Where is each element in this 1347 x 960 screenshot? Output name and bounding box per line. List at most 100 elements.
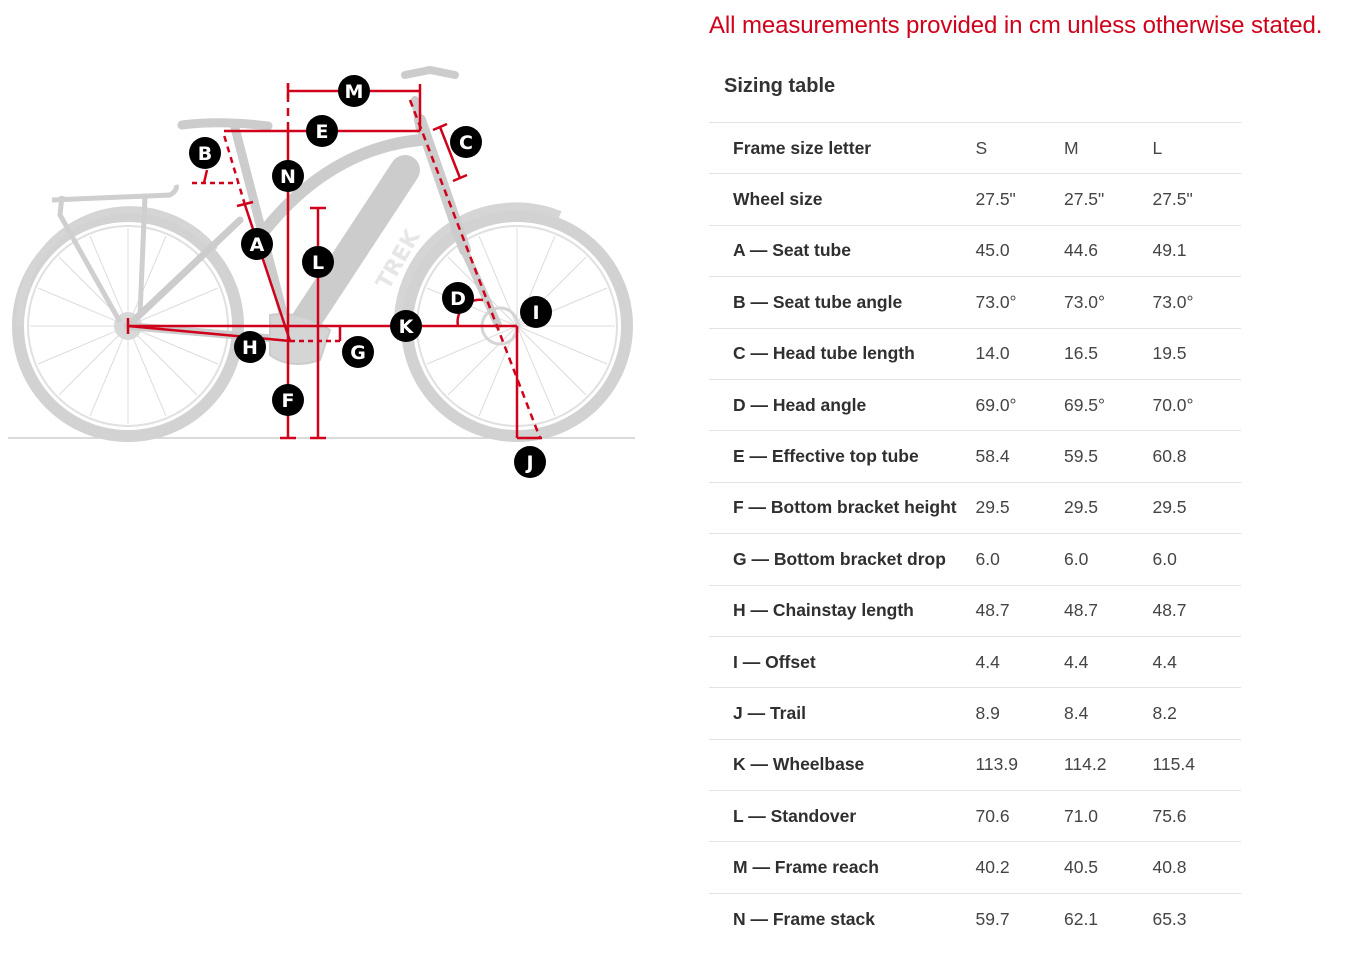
units-notice: All measurements provided in cm unless o…: [709, 12, 1323, 39]
value-s: 69.0°: [975, 394, 1017, 415]
value-l: 8.2: [1152, 702, 1177, 723]
value-s: 45.0: [975, 240, 1010, 261]
value-s: 4.4: [975, 651, 1000, 672]
row-label: M — Frame reach: [733, 857, 879, 878]
value-l: 6.0: [1152, 548, 1177, 569]
value-l: 29.5: [1152, 497, 1187, 518]
value-s: 59.7: [975, 908, 1010, 929]
svg-text:L: L: [312, 252, 324, 274]
value-l: 75.6: [1152, 805, 1187, 826]
value-l: 40.8: [1152, 857, 1187, 878]
value-l: 49.1: [1152, 240, 1187, 261]
marker-e: E: [306, 115, 338, 147]
row-label: H — Chainstay length: [733, 600, 914, 621]
value-m: 4.4: [1063, 651, 1089, 672]
value-s: 29.5: [975, 497, 1010, 518]
marker-j: J: [514, 446, 546, 478]
value-s: 48.7: [975, 600, 1010, 621]
marker-k: K: [390, 310, 422, 342]
value-s: 14.0: [975, 343, 1010, 364]
value-m: 27.5": [1063, 189, 1105, 210]
svg-text:G: G: [350, 342, 366, 364]
svg-text:M: M: [345, 81, 364, 103]
front-fender: [393, 202, 562, 331]
svg-text:N: N: [280, 166, 296, 188]
value-l: 60.8: [1152, 446, 1187, 467]
value-l: 4.4: [1152, 651, 1177, 672]
value-l: 65.3: [1152, 908, 1187, 929]
value-l: 48.7: [1152, 600, 1187, 621]
marker-m: M: [338, 75, 370, 107]
marker-g: G: [342, 336, 374, 368]
marker-f: F: [272, 384, 304, 416]
value-l: 115.4: [1152, 754, 1195, 775]
svg-text:J: J: [524, 452, 533, 474]
marker-a: A: [241, 228, 273, 260]
value-m: 73.0°: [1063, 291, 1106, 312]
svg-text:E: E: [316, 121, 329, 143]
value-m: 40.5: [1063, 857, 1099, 878]
value-l: 70.0°: [1152, 394, 1194, 415]
row-label: N — Frame stack: [733, 908, 876, 929]
bike-frame: [124, 65, 502, 365]
marker-n: N: [272, 160, 304, 192]
value-m: 29.5: [1063, 497, 1099, 518]
table-row: N — Frame stack 59.7 62.1 65.3: [709, 893, 1241, 944]
value-m: 69.5°: [1063, 394, 1106, 415]
marker-c: C: [450, 126, 482, 158]
row-label: G — Bottom bracket drop: [733, 548, 946, 569]
value-m: 62.1: [1063, 908, 1099, 929]
marker-b: B: [189, 137, 221, 169]
value-s: 113.9: [975, 754, 1019, 775]
value-s: 8.9: [975, 702, 1000, 723]
table-row: B — Seat tube angle 73.0° 73.0° 73.0°: [709, 276, 1241, 328]
table-header-row: Frame size letter S M L: [709, 122, 1241, 174]
svg-text:F: F: [282, 390, 295, 412]
value-s: 58.4: [975, 446, 1010, 467]
value-m: 6.0: [1063, 548, 1089, 569]
row-label: J — Trail: [733, 702, 806, 723]
rear-fender: [16, 206, 218, 326]
svg-text:K: K: [399, 316, 415, 338]
value-m: 16.5: [1063, 343, 1099, 364]
row-label: I — Offset: [733, 651, 816, 672]
value-l: 27.5": [1152, 189, 1193, 210]
svg-text:A: A: [250, 234, 265, 256]
table-row: A — Seat tube 45.0 44.6 49.1: [709, 225, 1241, 276]
value-m: 71.0: [1063, 805, 1099, 826]
bike-geometry-diagram: TREK: [0, 40, 660, 500]
value-m: 114.2: [1063, 754, 1107, 775]
value-m: 59.5: [1063, 446, 1099, 467]
marker-i: I: [520, 296, 552, 328]
value-l: 19.5: [1152, 343, 1187, 364]
value-s: 27.5": [975, 189, 1016, 210]
value-s: 70.6: [975, 805, 1010, 826]
marker-d: D: [442, 282, 474, 314]
size-s: S: [975, 137, 988, 158]
size-l: L: [1152, 137, 1163, 158]
marker-badges: A B C D E F G H I J K L M N: [189, 75, 552, 478]
svg-text:D: D: [450, 288, 466, 310]
value-l: 73.0°: [1152, 291, 1194, 312]
row-label: F — Bottom bracket height: [733, 497, 957, 518]
dimension-lines: [126, 83, 542, 440]
value-s: 73.0°: [975, 291, 1017, 312]
svg-text:B: B: [198, 143, 212, 165]
rear-rack: [51, 184, 179, 324]
value-s: 40.2: [975, 857, 1010, 878]
table-title: Sizing table: [724, 75, 836, 97]
marker-l: L: [302, 246, 334, 278]
row-label: A — Seat tube: [733, 240, 851, 261]
row-label: B — Seat tube angle: [733, 291, 903, 312]
value-m: 44.6: [1063, 240, 1099, 261]
